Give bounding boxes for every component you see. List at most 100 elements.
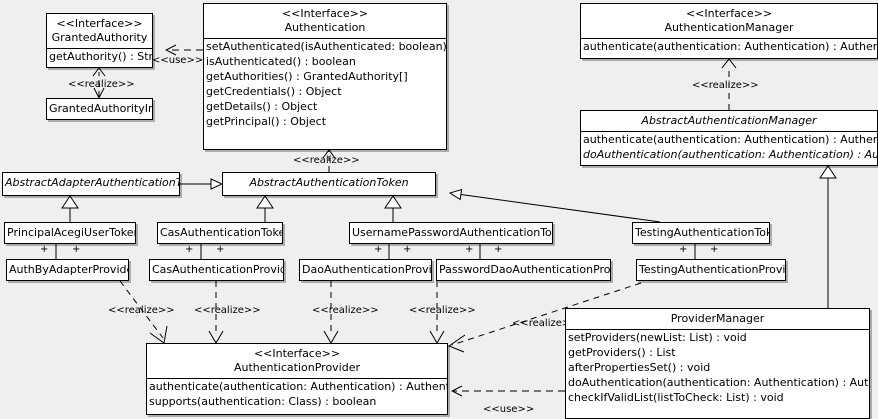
class-operation: getAuthorities() : GrantedAuthority[] — [206, 70, 408, 83]
class-header-dao-authentication-provider: DaoAuthenticationProvider — [300, 260, 431, 280]
multiplicity-mult-cas-right: + — [216, 244, 225, 255]
uml-class-username-password-authentication-token[interactable]: UsernamePasswordAuthenticationToken — [349, 222, 553, 244]
class-operation: doAuthentication(authentication: Authent… — [568, 376, 869, 389]
uml-class-testing-authentication-provider[interactable]: TestingAuthenticationProvider — [636, 259, 786, 281]
multiplicity-mult-userpass-4: + — [494, 244, 503, 255]
edge-label-realize-authbyadapterprovider: <<realize>> — [108, 305, 175, 316]
class-name-authentication: Authentication — [284, 21, 366, 34]
class-name-authentication-manager: AuthenticationManager — [664, 21, 794, 34]
multiplicity-mult-cas-left: + — [185, 244, 194, 255]
class-operations-authentication-manager: authenticate(authentication: Authenticat… — [581, 39, 877, 54]
class-operations-authentication-provider: authenticate(authentication: Authenticat… — [147, 379, 447, 409]
edge-testingauthenticationtoken-extends-abstractauthenticationtoken — [448, 188, 661, 223]
uml-class-testing-authentication-token[interactable]: TestingAuthenticationToken — [632, 222, 770, 244]
class-operation: afterPropertiesSet() : void — [568, 361, 711, 374]
multiplicity-mult-userpass-2: + — [403, 244, 412, 255]
class-operation: getAuthority() : String — [49, 50, 153, 63]
class-header-granted-authority-impl: GrantedAuthorityImpl — [47, 99, 152, 119]
multiplicity-mult-testing-right: + — [710, 244, 719, 255]
class-header-cas-authentication-token: CasAuthenticationToken — [158, 223, 282, 243]
uml-class-abstract-adapter-authentication-token[interactable]: AbstractAdapterAuthenticationToken — [2, 172, 180, 196]
class-name-cas-authentication-provider: CasAuthenticationProvider — [152, 263, 284, 276]
class-name-password-dao-authentication-provider: PasswordDaoAuthenticationProvider — [439, 263, 611, 276]
class-operation: isAuthenticated() : boolean — [206, 55, 356, 68]
class-name-username-password-authentication-token: UsernamePasswordAuthenticationToken — [352, 226, 553, 239]
class-operation: authenticate(authentication: Authenticat… — [583, 133, 877, 146]
class-name-granted-authority: GrantedAuthority — [51, 31, 148, 44]
uml-class-cas-authentication-token[interactable]: CasAuthenticationToken — [157, 222, 283, 244]
uml-class-principal-acegi-user-token[interactable]: PrincipalAcegiUserToken — [4, 222, 136, 244]
edge-label-realize-daoauthenticationprovider: <<realize>> — [312, 305, 379, 316]
class-name-granted-authority-impl: GrantedAuthorityImpl — [49, 102, 152, 115]
edge-label-realize-casauthenticationprovider: <<realize>> — [194, 305, 261, 316]
uml-class-cas-authentication-provider[interactable]: CasAuthenticationProvider — [149, 259, 284, 281]
edge-label-realize-passworddaoauthenticationprovider: <<realize>> — [409, 305, 476, 316]
class-operation: getDetails() : Object — [206, 100, 318, 113]
uml-class-granted-authority-impl[interactable]: GrantedAuthorityImpl — [46, 98, 153, 120]
edge-label-realize-abstractauthenticationtoken: <<realize>> — [293, 155, 360, 166]
class-name-provider-manager: ProviderManager — [670, 312, 765, 325]
edge-providermanager-extends-abstractauthenticationmanager — [819, 165, 837, 308]
edge-label-realize-abstractauthenticationmanager: <<realize>> — [692, 80, 759, 91]
class-header-username-password-authentication-token: UsernamePasswordAuthenticationToken — [350, 223, 552, 243]
class-name-abstract-authentication-manager: AbstractAuthenticationManager — [641, 114, 817, 127]
multiplicity-mult-principal-left: + — [40, 244, 49, 255]
edge-label-use-authentication-grantedauthority: <<use>> — [152, 55, 204, 66]
class-header-principal-acegi-user-token: PrincipalAcegiUserToken — [5, 223, 135, 243]
class-name-abstract-adapter-authentication-token: AbstractAdapterAuthenticationToken — [5, 176, 179, 189]
class-operation: authenticate(authentication: Authenticat… — [149, 380, 448, 393]
uml-class-provider-manager[interactable]: ProviderManager setProviders(newList: Lis… — [565, 308, 870, 419]
uml-class-auth-by-adapter-provider[interactable]: AuthByAdapterProvider — [6, 259, 129, 281]
class-operation: getCredentials() : Object — [206, 85, 342, 98]
edge-principalacegiusertoken-extends-abstractadaptertoken — [61, 195, 79, 222]
class-operation: setAuthenticated(isAuthenticated: boolea… — [206, 40, 447, 53]
class-stereotype-authentication-manager: <<Interface>> — [685, 7, 773, 20]
class-name-dao-authentication-provider: DaoAuthenticationProvider — [302, 263, 432, 276]
multiplicity-mult-userpass-1: + — [374, 244, 383, 255]
class-stereotype-authentication: <<Interface>> — [281, 7, 369, 20]
class-header-abstract-authentication-manager: AbstractAuthenticationManager — [581, 111, 877, 132]
edge-label-realize-grantedauthorityimpl: <<realize>> — [68, 79, 135, 90]
class-header-password-dao-authentication-provider: PasswordDaoAuthenticationProvider — [437, 260, 610, 280]
class-name-testing-authentication-token: TestingAuthenticationToken — [635, 226, 769, 239]
uml-class-abstract-authentication-manager[interactable]: AbstractAuthenticationManager authenticat… — [580, 110, 878, 166]
class-header-authentication: <<Interface>>Authentication — [204, 4, 446, 39]
edge-usernamepasswordtoken-extends-abstractauthenticationtoken — [384, 195, 402, 222]
class-header-authentication-manager: <<Interface>>AuthenticationManager — [581, 4, 877, 39]
class-name-auth-by-adapter-provider: AuthByAdapterProvider — [9, 263, 129, 276]
edge-label-use-providermanager: <<use>> — [483, 404, 535, 415]
class-header-authentication-provider: <<Interface>>AuthenticationProvider — [147, 344, 447, 379]
class-name-cas-authentication-token: CasAuthenticationToken — [160, 226, 283, 239]
multiplicity-mult-principal-right: + — [72, 244, 81, 255]
class-operations-authentication: setAuthenticated(isAuthenticated: boolea… — [204, 39, 446, 129]
class-name-testing-authentication-provider: TestingAuthenticationProvider — [639, 263, 786, 276]
class-name-principal-acegi-user-token: PrincipalAcegiUserToken — [7, 226, 136, 239]
class-header-provider-manager: ProviderManager — [566, 309, 869, 330]
uml-class-dao-authentication-provider[interactable]: DaoAuthenticationProvider — [299, 259, 432, 281]
class-header-abstract-authentication-token: AbstractAuthenticationToken — [223, 173, 435, 193]
class-header-abstract-adapter-authentication-token: AbstractAdapterAuthenticationToken — [3, 173, 179, 193]
class-header-granted-authority: <<Interface>>GrantedAuthority — [47, 14, 152, 49]
uml-class-abstract-authentication-token[interactable]: AbstractAuthenticationToken — [222, 172, 436, 196]
class-header-testing-authentication-provider: TestingAuthenticationProvider — [637, 260, 785, 280]
class-operation: getProviders() : List — [568, 346, 676, 359]
class-name-authentication-provider: AuthenticationProvider — [233, 361, 361, 374]
class-operations-abstract-authentication-manager: authenticate(authentication: Authenticat… — [581, 132, 877, 162]
class-operation: setProviders(newList: List) : void — [568, 331, 747, 344]
edge-casauthenticationtoken-extends-abstractauthenticationtoken — [256, 195, 274, 222]
class-name-abstract-authentication-token: AbstractAuthenticationToken — [249, 176, 409, 189]
class-operation: checkIfValidList(listToCheck: List) : vo… — [568, 391, 784, 404]
class-stereotype-granted-authority: <<Interface>> — [56, 17, 143, 30]
class-operation: doAuthentication(authentication: Authent… — [583, 148, 877, 161]
uml-class-password-dao-authentication-provider[interactable]: PasswordDaoAuthenticationProvider — [436, 259, 611, 281]
class-operation: getPrincipal() : Object — [206, 115, 327, 128]
multiplicity-mult-userpass-3: + — [465, 244, 474, 255]
class-operation: supports(authentication: Class) : boolea… — [149, 395, 377, 408]
class-stereotype-authentication-provider: <<Interface>> — [253, 347, 341, 360]
class-operations-granted-authority: getAuthority() : String — [47, 49, 152, 64]
